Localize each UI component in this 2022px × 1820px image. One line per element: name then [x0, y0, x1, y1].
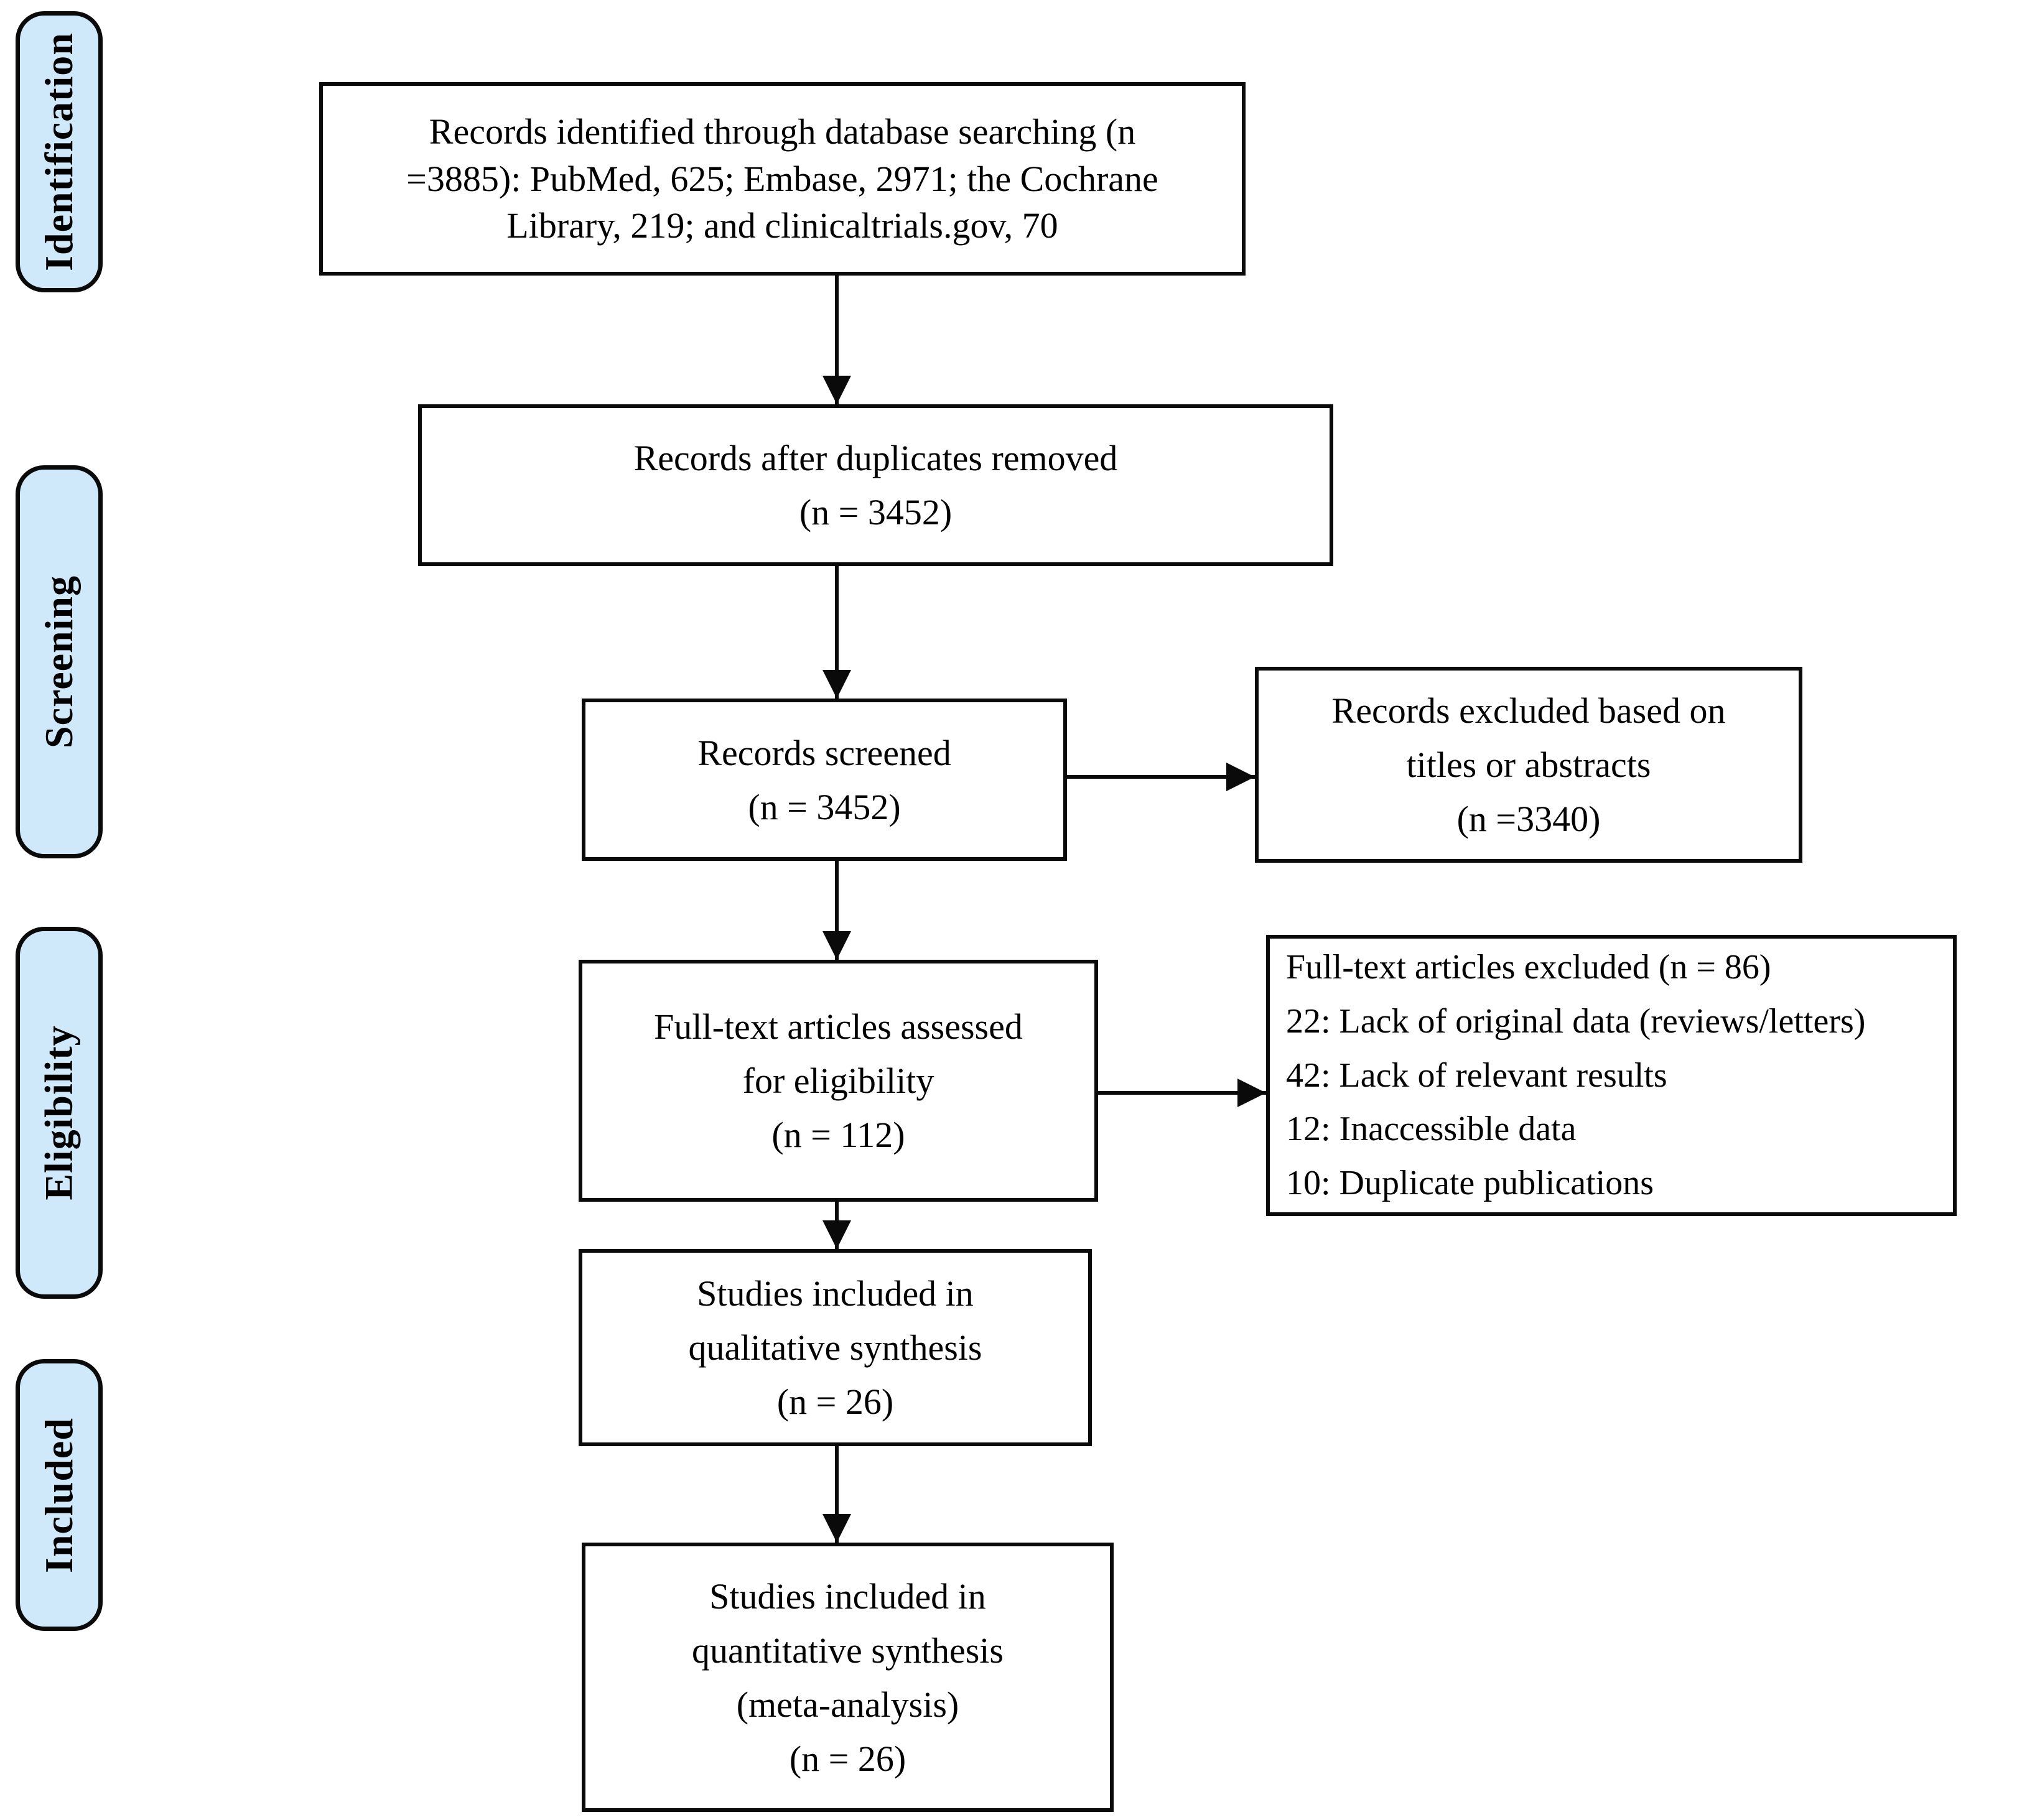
flow-box-records-screened: Records screened (n = 3452) — [582, 699, 1067, 861]
flow-box-text: Studies included in quantitative synthes… — [692, 1576, 1004, 1779]
arrow-qualitative-to-quantitative — [835, 1446, 839, 1543]
flow-box-duplicates-removed: Records after duplicates removed (n = 34… — [418, 404, 1333, 566]
arrow-screened-to-records-excluded — [1067, 775, 1255, 779]
stage-label-text: Eligibility — [37, 1025, 81, 1200]
flow-box-qualitative-synthesis: Studies included in qualitative synthesi… — [579, 1249, 1092, 1446]
stage-label-text: Included — [37, 1417, 81, 1573]
flow-box-quantitative-synthesis: Studies included in quantitative synthes… — [582, 1543, 1114, 1812]
arrow-screened-to-fulltext — [835, 861, 839, 960]
arrow-fulltext-to-fulltext-excluded — [1098, 1091, 1266, 1095]
flow-box-records-identified: Records identified through database sear… — [319, 82, 1246, 276]
stage-label-screening: Screening — [16, 465, 103, 858]
flow-box-text: Records identified through database sear… — [406, 111, 1158, 246]
flow-box-text: Full-text articles assessed for eligibil… — [654, 1006, 1023, 1155]
stage-label-eligibility: Eligibility — [16, 927, 103, 1299]
flow-box-text: Records screened (n = 3452) — [697, 732, 951, 827]
arrow-deduped-to-screened — [835, 566, 839, 699]
arrow-identified-to-deduped — [835, 276, 839, 404]
flow-box-fulltext-assessed: Full-text articles assessed for eligibil… — [579, 960, 1098, 1202]
arrow-fulltext-to-qualitative — [835, 1202, 839, 1249]
exclusion-box-text: Records excluded based on titles or abst… — [1331, 690, 1726, 839]
exclusion-box-fulltext-excluded: Full-text articles excluded (n = 86) 22:… — [1266, 935, 1957, 1216]
stage-label-identification: Identification — [16, 11, 103, 292]
exclusion-box-records-excluded: Records excluded based on titles or abst… — [1255, 667, 1802, 863]
stage-label-text: Identification — [37, 32, 81, 271]
exclusion-box-text: Full-text articles excluded (n = 86) 22:… — [1286, 948, 1866, 1203]
flow-box-text: Records after duplicates removed (n = 34… — [633, 438, 1118, 532]
stage-label-included: Included — [16, 1359, 103, 1631]
flow-box-text: Studies included in qualitative synthesi… — [688, 1273, 982, 1422]
stage-label-text: Screening — [37, 575, 81, 749]
